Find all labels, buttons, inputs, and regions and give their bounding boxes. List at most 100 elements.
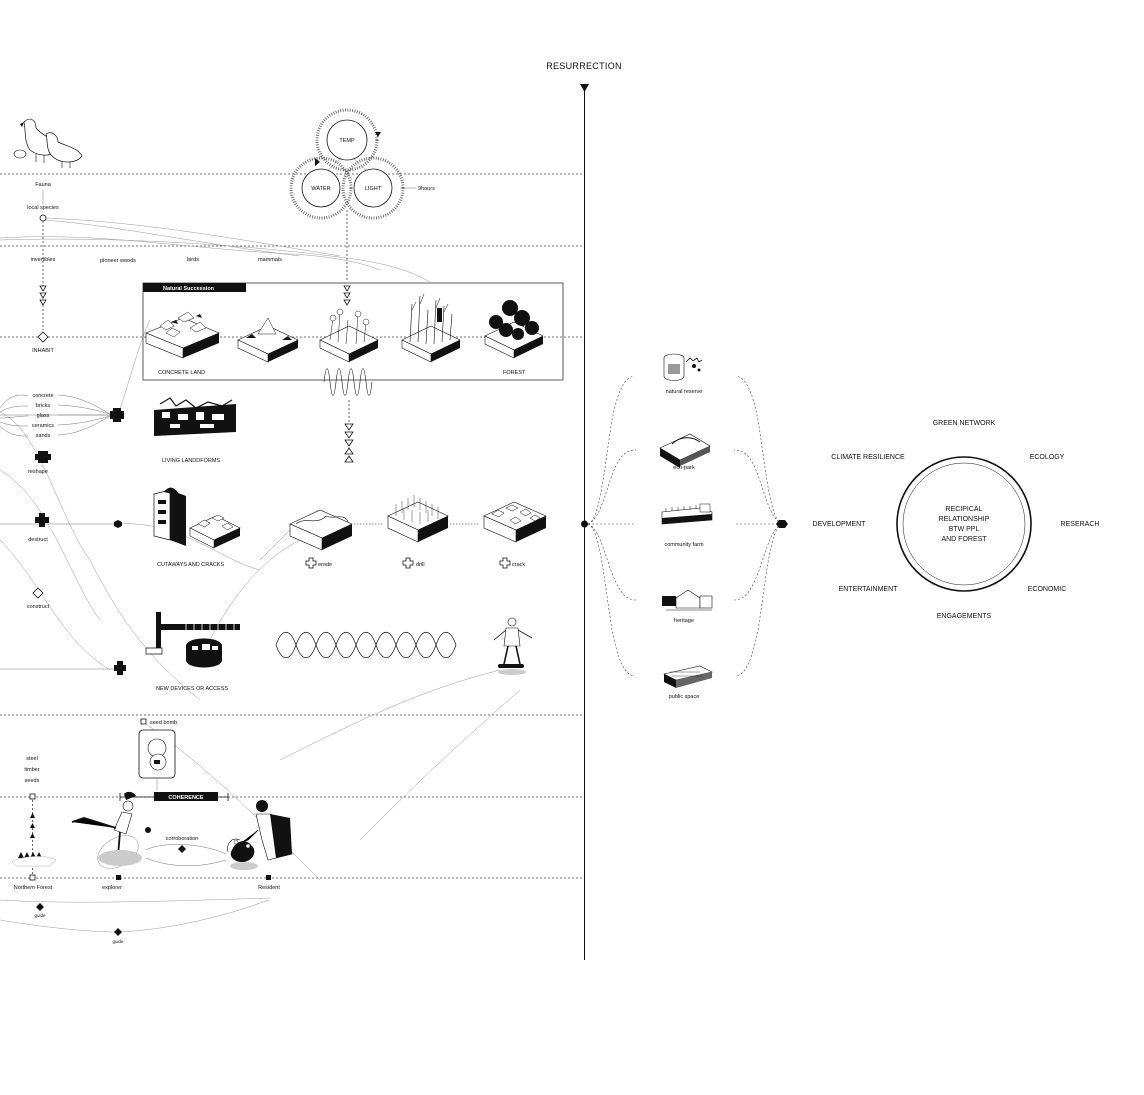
relationship-ring: RECIPICAL RELATIONSHIP BTW PPL AND FORES… bbox=[813, 420, 1100, 620]
water-label: WATER bbox=[311, 186, 330, 192]
supplies: steel timber seeds bbox=[11, 756, 57, 874]
flow-arrows-center bbox=[343, 285, 351, 306]
climate-controls: TEMP WATER LIGHT 9hours bbox=[289, 108, 435, 306]
timeline-title: RESURRECTION bbox=[546, 61, 622, 71]
center-line-4: AND FOREST bbox=[941, 536, 987, 543]
devices-label: NEW DEVICES OR ACCESS bbox=[156, 686, 228, 692]
succession-block-3 bbox=[319, 308, 379, 363]
temp-dial-icon bbox=[375, 132, 381, 137]
outcomes-group: natural reserve eco-park community farm … bbox=[587, 353, 788, 700]
local-species-label: local species bbox=[27, 205, 59, 211]
center-line-2: RELATIONSHIP bbox=[939, 516, 990, 523]
species-birds: birds bbox=[187, 257, 199, 263]
water-dial-icon bbox=[315, 158, 320, 166]
flow-arrows-lower bbox=[344, 423, 354, 463]
material-sands: sands bbox=[36, 433, 51, 439]
public-space-icon bbox=[663, 665, 713, 688]
fauna-label: Fauna bbox=[35, 182, 52, 188]
guide-label-1: guide bbox=[34, 913, 46, 918]
light-label: LIGHT bbox=[365, 186, 382, 192]
natural-reserve-icon bbox=[663, 353, 703, 381]
guide-label-2: guide bbox=[112, 939, 124, 944]
flow-curves bbox=[0, 217, 521, 933]
factor-economic: ECONOMIC bbox=[1028, 586, 1067, 593]
succession-title: Natural Succession bbox=[163, 286, 215, 292]
species-mammals: mammals bbox=[258, 257, 282, 263]
resident-figure bbox=[227, 800, 293, 870]
device-wave bbox=[275, 631, 457, 659]
destruct-label: destruct bbox=[28, 537, 48, 543]
cutaways-label: CUTAWAYS AND CRACKS bbox=[157, 562, 225, 568]
materials-group: concrete bricks glass ceramics sands res… bbox=[0, 393, 124, 475]
species-node bbox=[39, 214, 47, 222]
outcome-public-space: public space bbox=[669, 694, 700, 700]
corroboration-label: corroboration bbox=[166, 836, 198, 842]
destruct-node bbox=[114, 520, 122, 528]
community-farm-icon bbox=[661, 503, 713, 525]
succession-wave bbox=[323, 368, 373, 396]
concrete-block-2 bbox=[237, 317, 299, 363]
crack-block bbox=[483, 501, 547, 543]
destruct-plus-icon bbox=[35, 513, 49, 527]
construct-plus-icon bbox=[114, 661, 126, 675]
construct-row: construct NEW DEVICES OR ACCESS bbox=[27, 587, 533, 692]
coherence-label: COHERENCE bbox=[168, 795, 203, 801]
reshape-plus-icon bbox=[110, 408, 124, 422]
supply-steel: steel bbox=[26, 756, 38, 762]
fauna-group: Fauna local species invertibles pioneer … bbox=[13, 118, 282, 354]
erode-plus-icon bbox=[305, 557, 317, 569]
explorer-figure bbox=[71, 791, 151, 869]
northern-forest-label: Northern Forest bbox=[14, 885, 53, 891]
factor-climate-resilience: CLIMATE RESILIENCE bbox=[831, 454, 905, 461]
reshape-node-icon bbox=[35, 451, 51, 463]
skater-figure bbox=[493, 617, 533, 675]
reshape-label: reshape bbox=[28, 469, 48, 475]
coherence-bar: COHERENCE bbox=[119, 792, 229, 801]
inhabit-label: INHABIT bbox=[32, 348, 54, 354]
factor-green-network: GREEN NETWORK bbox=[933, 420, 996, 427]
factor-reserach: RESERACH bbox=[1061, 521, 1100, 528]
succession-panel: Natural Succession bbox=[142, 282, 564, 463]
outcome-merge-node bbox=[776, 520, 788, 528]
seed-bomb-label: seed bomb bbox=[150, 720, 177, 726]
fan-curves bbox=[587, 375, 783, 677]
forest-block bbox=[484, 300, 544, 359]
factor-ecology: ECOLOGY bbox=[1030, 454, 1065, 461]
center-line-3: BTW PPL bbox=[949, 526, 980, 533]
erode-block bbox=[289, 509, 353, 551]
center-line-1: RECIPICAL bbox=[946, 506, 983, 513]
resident-label: Resident bbox=[258, 885, 280, 891]
cutaways-illustration bbox=[153, 487, 241, 549]
material-concrete: concrete bbox=[32, 393, 53, 399]
supply-seeds: seeds bbox=[25, 778, 40, 784]
seed-bomb-checkbox bbox=[140, 718, 147, 725]
destruct-row: destruct CUTAWAYS AND CRACKS bbox=[28, 487, 547, 569]
crack-label: crack bbox=[512, 562, 525, 568]
living-landforms: LIVING LANDDFORMS bbox=[154, 397, 236, 464]
material-ceramics: ceramics bbox=[32, 423, 54, 429]
explorer-label: explorer bbox=[102, 885, 122, 891]
heritage-icon bbox=[662, 589, 713, 611]
living-landforms-label: LIVING LANDDFORMS bbox=[162, 458, 220, 464]
resurrection-timeline: RESURRECTION bbox=[546, 61, 622, 960]
flow-arrows-left bbox=[39, 285, 47, 306]
outcome-community-farm: community farm bbox=[664, 542, 704, 548]
supply-timber: timber bbox=[24, 767, 39, 773]
temp-label: TEMP bbox=[339, 138, 355, 144]
eco-park-icon bbox=[659, 433, 711, 468]
device-illustration bbox=[145, 612, 240, 668]
forest-label: FOREST bbox=[503, 370, 526, 376]
drill-label: drill bbox=[416, 562, 425, 568]
factor-entertainment: ENTERTAINMENT bbox=[839, 586, 899, 593]
erode-label: erode bbox=[318, 562, 332, 568]
factor-engagements: ENGAGEMENTS bbox=[937, 613, 992, 620]
species-pioneer-woods: pioneer woods bbox=[100, 258, 136, 264]
light-hours-label: 9hours bbox=[418, 186, 435, 192]
inhabit-node bbox=[37, 331, 49, 343]
concrete-block-1 bbox=[145, 311, 220, 359]
crack-plus-icon bbox=[499, 557, 511, 569]
material-bricks: bricks bbox=[36, 403, 51, 409]
concrete-land-label: CONCRETE LAND bbox=[158, 370, 205, 376]
factor-development: DEVELOPMENT bbox=[813, 521, 867, 528]
succession-block-4 bbox=[401, 293, 461, 363]
